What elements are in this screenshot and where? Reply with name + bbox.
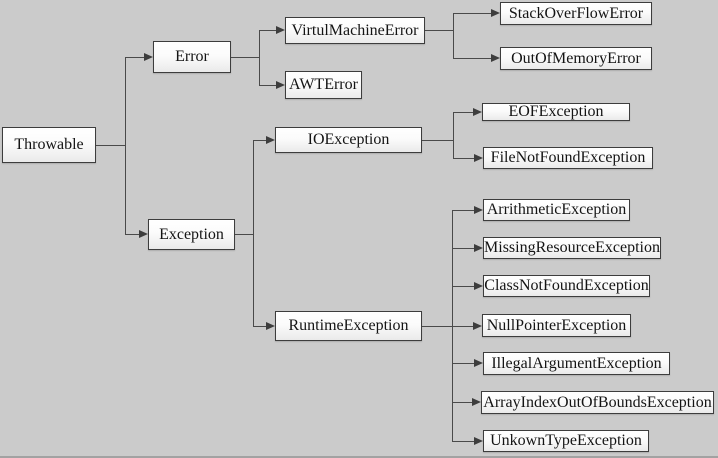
connector-runtime-exception-out	[422, 326, 452, 327]
arrowhead-icon-null-pointer-exception	[473, 322, 482, 330]
bottom-edge-divider	[0, 456, 718, 458]
arrowhead-icon-awt-error	[276, 81, 285, 89]
node-exception-label: Exception	[159, 225, 224, 243]
node-unknown-type-exception-label: UnkownTypeException	[490, 432, 642, 449]
node-out-of-memory-error: OutOfMemoryError	[500, 47, 652, 70]
node-arithmetic-exception-label: ArrithmeticException	[486, 201, 627, 218]
connector-virtual-machine-error-out	[425, 30, 453, 31]
node-null-pointer-exception: NullPointerException	[482, 314, 631, 337]
node-class-not-found-exception: ClassNotFoundException	[483, 275, 650, 297]
node-missing-resource-exception: MissingResourceException	[483, 237, 661, 259]
connector-array-index-out-of-bounds-exception-in	[452, 402, 472, 403]
node-runtime-exception-label: RuntimeException	[288, 317, 409, 334]
connector-out-of-memory-error-in	[453, 58, 491, 59]
node-awt-error-label: AWTError	[289, 76, 358, 93]
node-array-index-out-of-bounds-exception-label: ArrayIndexOutOfBoundsException	[483, 393, 712, 411]
node-array-index-out-of-bounds-exception: ArrayIndexOutOfBoundsException	[481, 391, 714, 414]
arrowhead-icon-class-not-found-exception	[474, 282, 483, 290]
connector-trunk-throwable	[125, 57, 126, 235]
node-unknown-type-exception: UnkownTypeException	[483, 430, 649, 452]
node-stack-overflow-error: StackOverFlowError	[500, 2, 652, 25]
arrowhead-icon-missing-resource-exception	[474, 244, 483, 252]
arrowhead-icon-runtime-exception	[266, 322, 275, 330]
node-io-exception: IOException	[275, 127, 422, 153]
node-error: Error	[153, 41, 231, 73]
node-exception: Exception	[148, 219, 235, 250]
connector-io-exception-out	[422, 140, 453, 141]
node-null-pointer-exception-label: NullPointerException	[486, 316, 627, 334]
node-throwable-label: Throwable	[14, 136, 84, 153]
node-throwable: Throwable	[2, 127, 96, 163]
arrowhead-icon-unknown-type-exception	[474, 437, 483, 445]
connector-exception-out	[235, 234, 253, 235]
arrowhead-icon-array-index-out-of-bounds-exception	[472, 398, 481, 406]
node-io-exception-label: IOException	[307, 131, 390, 148]
arrowhead-icon-eof-exception	[473, 108, 482, 116]
arrowhead-icon-virtual-machine-error	[276, 26, 285, 34]
connector-virtual-machine-error-in	[259, 30, 276, 31]
connector-missing-resource-exception-in	[452, 248, 474, 249]
connector-file-not-found-exception-in	[453, 158, 474, 159]
node-awt-error: AWTError	[285, 71, 362, 99]
connector-exception-in	[125, 234, 139, 235]
node-file-not-found-exception-label: FileNotFoundException	[490, 149, 646, 166]
node-arithmetic-exception: ArrithmeticException	[483, 199, 630, 221]
node-illegal-argument-exception-label: IllegalArgumentException	[491, 354, 662, 372]
node-stack-overflow-error-label: StackOverFlowError	[508, 4, 644, 22]
arrowhead-icon-out-of-memory-error	[491, 54, 500, 62]
connector-unknown-type-exception-in	[452, 441, 474, 442]
connector-trunk-io-exception	[453, 112, 454, 159]
node-virtual-machine-error-label: VirtulMachineError	[291, 21, 419, 39]
arrowhead-icon-io-exception	[266, 136, 275, 144]
node-error-label: Error	[175, 48, 209, 65]
connector-awt-error-in	[259, 85, 276, 86]
arrowhead-icon-arithmetic-exception	[474, 206, 483, 214]
connector-error-in	[125, 57, 144, 58]
connector-trunk-exception	[253, 140, 254, 327]
arrowhead-icon-illegal-argument-exception	[474, 359, 483, 367]
connector-stack-overflow-error-in	[453, 13, 491, 14]
connector-arithmetic-exception-in	[452, 210, 474, 211]
connector-runtime-exception-in	[253, 326, 266, 327]
connector-illegal-argument-exception-in	[452, 363, 474, 364]
node-file-not-found-exception: FileNotFoundException	[483, 147, 653, 169]
node-runtime-exception: RuntimeException	[275, 311, 422, 341]
node-virtual-machine-error: VirtulMachineError	[285, 17, 425, 44]
arrowhead-icon-file-not-found-exception	[474, 154, 483, 162]
arrowhead-icon-stack-overflow-error	[491, 9, 500, 17]
node-out-of-memory-error-label: OutOfMemoryError	[511, 49, 641, 67]
arrowhead-icon-error	[144, 53, 153, 61]
node-eof-exception: EOFException	[482, 103, 630, 121]
connector-null-pointer-exception-in	[452, 326, 473, 327]
node-class-not-found-exception-label: ClassNotFoundException	[484, 277, 649, 294]
node-illegal-argument-exception: IllegalArgumentException	[483, 352, 670, 375]
arrowhead-icon-exception	[139, 230, 148, 238]
connector-trunk-error	[259, 30, 260, 86]
connector-trunk-virtual-machine-error	[453, 13, 454, 59]
connector-eof-exception-in	[453, 112, 473, 113]
connector-io-exception-in	[253, 140, 266, 141]
connector-throwable-out	[96, 145, 125, 146]
connector-error-out	[231, 57, 259, 58]
node-missing-resource-exception-label: MissingResourceException	[484, 239, 660, 256]
node-eof-exception-label: EOFException	[508, 103, 604, 120]
connector-class-not-found-exception-in	[452, 286, 474, 287]
